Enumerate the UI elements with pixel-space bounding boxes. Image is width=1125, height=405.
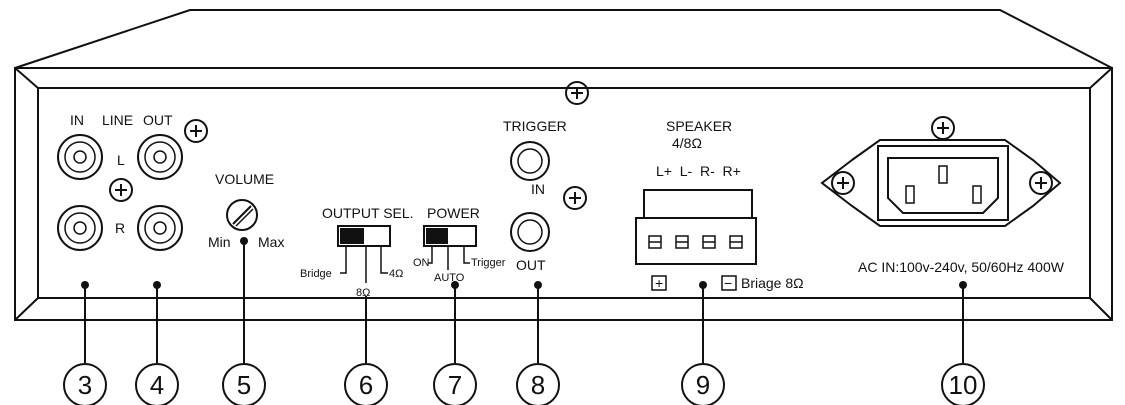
trigger-out-jack: [510, 212, 550, 252]
callout-9: 9: [681, 363, 725, 405]
chassis-bevel-bottom-right: [1089, 297, 1113, 321]
bridge-plus-label: +: [655, 275, 663, 291]
volume-knob: [226, 199, 258, 231]
callout-9-number: 9: [696, 370, 710, 400]
speaker-label: SPEAKER: [666, 118, 732, 134]
screw-icon: [109, 178, 133, 202]
speaker-terminals-label: L+ L- R- R+: [656, 163, 741, 179]
volume-min-label: Min: [208, 234, 231, 250]
rca-jack-in-l: [57, 134, 103, 180]
bridge-leader: [340, 246, 347, 274]
rca-jack-in-r: [57, 205, 103, 251]
ohm4-leader: [380, 246, 388, 274]
output-select-switch: [337, 225, 391, 247]
screw-icon: [831, 171, 855, 195]
callout-5: 5: [222, 363, 266, 405]
callout-7-number: 7: [448, 370, 462, 400]
callout-6-number: 6: [359, 370, 373, 400]
callout-7: 7: [433, 363, 477, 405]
screw-icon: [184, 119, 208, 143]
callout-8-number: 8: [531, 370, 545, 400]
ohm8-label: 8Ω: [356, 287, 370, 299]
callout-8: 8: [516, 363, 560, 405]
callout-6: 6: [344, 363, 388, 405]
bridge-minus-label: −: [724, 275, 732, 291]
ac-input-label: AC IN:100v-240v, 50/60Hz 400W: [858, 259, 1065, 275]
screw-icon: [565, 81, 589, 105]
chassis-bevel-left: [14, 67, 39, 89]
power-on-label: ON: [413, 257, 430, 269]
power-trigger-leader: [463, 246, 470, 264]
bridge-label: Bridge: [300, 268, 332, 280]
callout-4-number: 4: [150, 370, 164, 400]
callout-10-number: 10: [949, 370, 978, 400]
left-channel-label: L: [117, 152, 125, 168]
callout-leaders: [81, 237, 967, 363]
power-label: POWER: [427, 205, 480, 221]
power-mode-switch: [423, 225, 477, 247]
right-channel-label: R: [115, 220, 125, 236]
line-out-label: OUT: [143, 112, 173, 128]
bridge-minus-box: [721, 275, 737, 291]
line-in-label: IN: [70, 112, 84, 128]
trigger-label: TRIGGER: [503, 118, 567, 134]
rear-panel: [37, 87, 1091, 299]
trigger-in-label: IN: [531, 181, 545, 197]
rca-jack-out-l: [137, 134, 183, 180]
output-select-label: OUTPUT SEL.: [322, 205, 414, 221]
chassis-bevel-right: [1089, 67, 1113, 89]
power-auto-label: AUTO: [434, 272, 465, 284]
speaker-impedance-label: 4/8Ω: [672, 135, 702, 151]
callout-4: 4: [135, 363, 179, 405]
callout-5-number: 5: [237, 370, 251, 400]
speaker-terminal-block: [635, 189, 757, 265]
callout-3: 3: [63, 363, 107, 405]
power-on-leader: [428, 246, 433, 264]
callout-3-number: 3: [78, 370, 92, 400]
ohm4-label: 4Ω: [389, 268, 403, 280]
screw-icon: [931, 116, 955, 140]
trigger-out-label: OUT: [516, 257, 546, 273]
bridge-plus-box: [651, 275, 667, 291]
chassis-body: [14, 67, 1113, 321]
line-label: LINE: [102, 112, 133, 128]
screw-icon: [563, 186, 587, 210]
trigger-in-jack: [510, 141, 550, 181]
briage-label: Briage 8Ω: [741, 275, 804, 291]
screw-icon: [1029, 171, 1053, 195]
volume-label: VOLUME: [215, 171, 274, 187]
chassis-bevel-bottom-left: [14, 297, 39, 321]
volume-max-label: Max: [258, 234, 284, 250]
callout-10: 10: [941, 363, 985, 405]
power-trigger-label: Trigger: [471, 257, 506, 269]
rca-jack-out-r: [137, 205, 183, 251]
chassis-top: [14, 9, 1113, 69]
ac-power-inlet: [820, 139, 1062, 227]
